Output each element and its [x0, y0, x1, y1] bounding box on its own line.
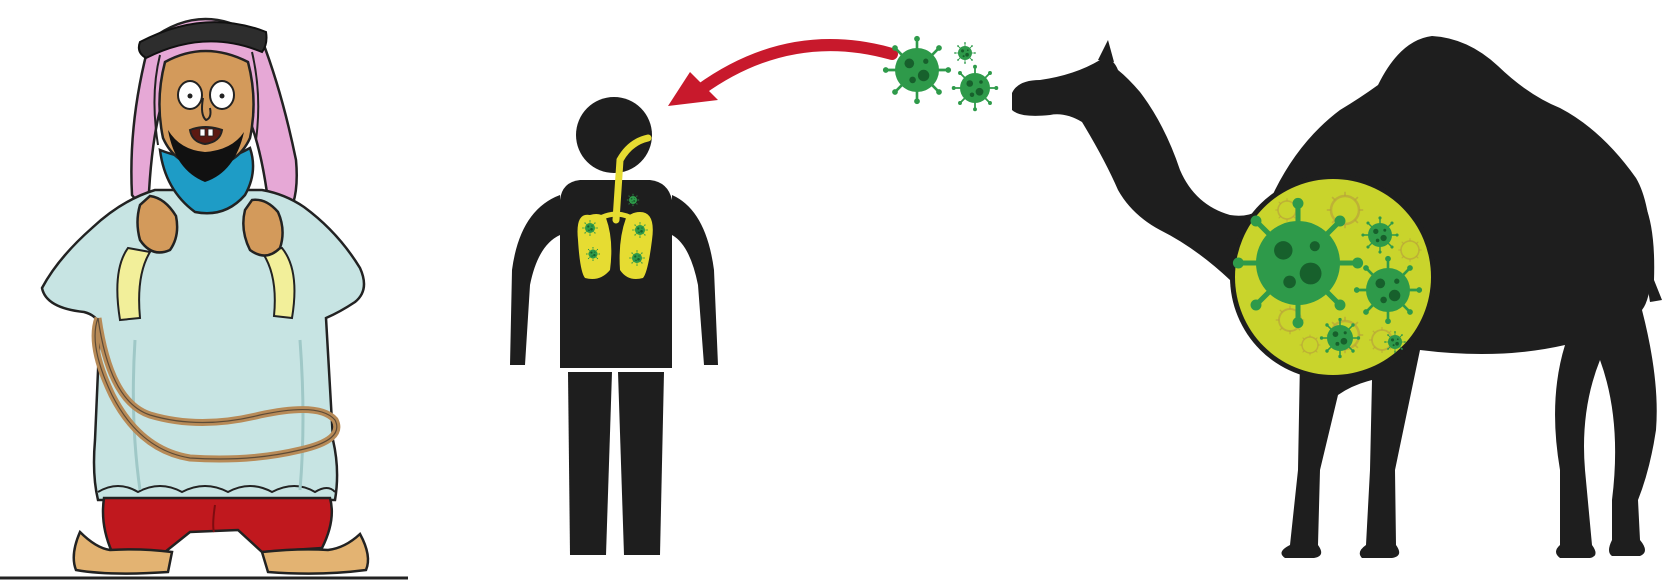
- cartoon-arab-man: [0, 19, 408, 578]
- human-silhouette: [510, 97, 718, 555]
- virus-particles: [883, 36, 998, 111]
- human-left-leg: [568, 372, 612, 555]
- robe: [42, 190, 364, 500]
- trousers: [103, 498, 332, 556]
- camel-ear: [1098, 40, 1114, 62]
- transmission-arrow: [668, 45, 892, 106]
- human-left-arm: [510, 195, 560, 365]
- human-right-leg: [618, 372, 664, 555]
- human-right-arm: [672, 195, 718, 365]
- camel-silhouette: [1012, 36, 1662, 558]
- human-head: [576, 97, 652, 173]
- face: [159, 51, 253, 168]
